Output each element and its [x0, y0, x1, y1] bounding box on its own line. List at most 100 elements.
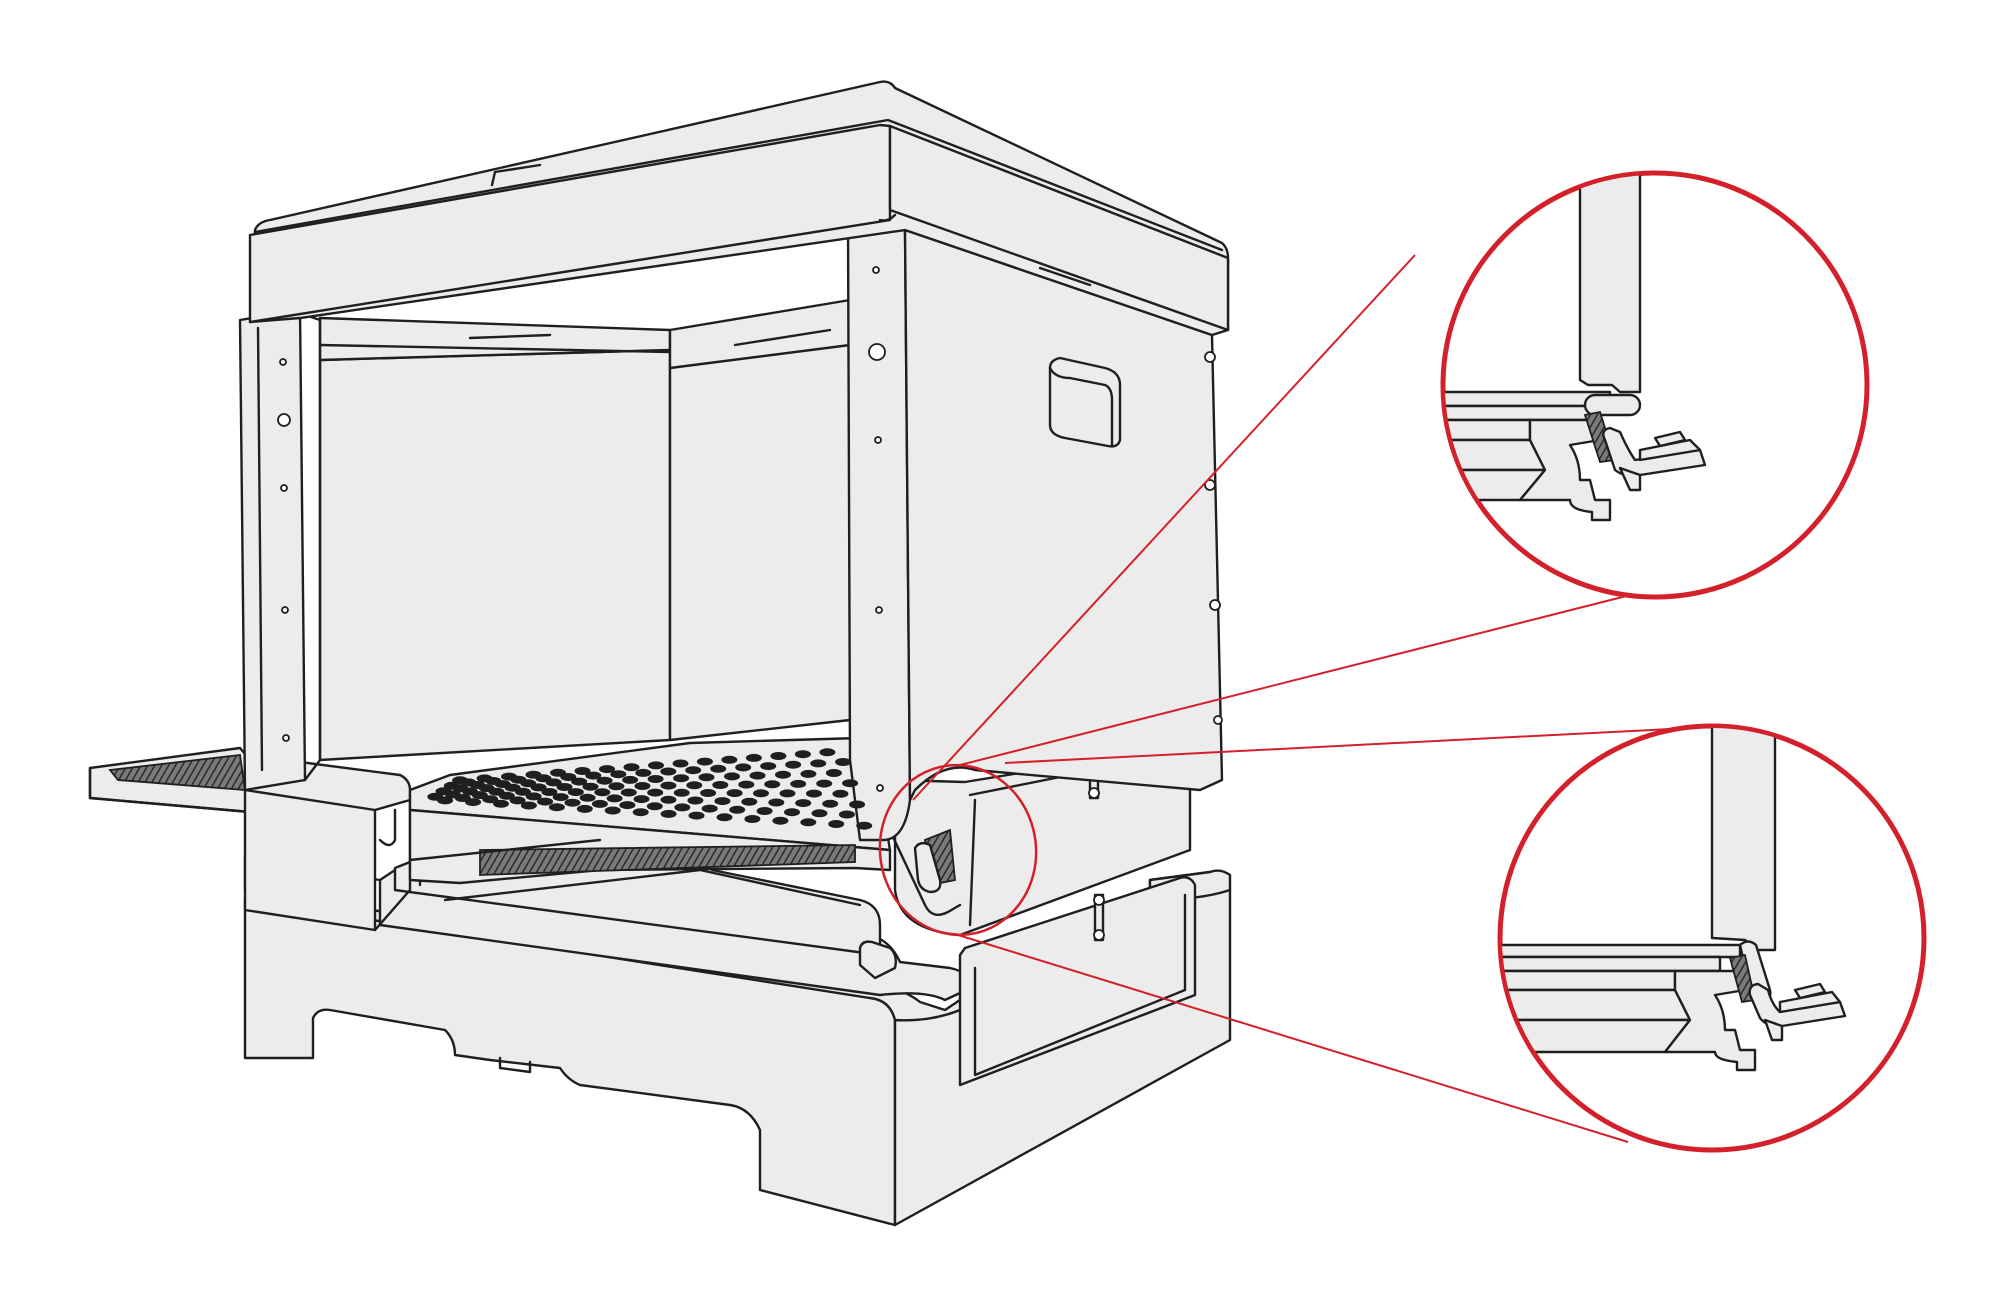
lower-latch-pin [1093, 893, 1105, 942]
zoom-source-ring [878, 763, 1038, 937]
detail-circle-top [1440, 170, 1870, 600]
floor-hole [635, 768, 652, 777]
floor-hole [729, 805, 746, 814]
floor-hole [849, 800, 866, 809]
floor-hole [795, 799, 812, 808]
floor-hole [560, 773, 577, 781]
floor-hole [571, 777, 588, 786]
floor-hole [537, 797, 554, 806]
floor-hole [696, 757, 713, 766]
floor-hole [701, 804, 718, 813]
floor-hole [816, 779, 833, 788]
floor-hole [698, 773, 715, 782]
floor-hole [686, 781, 703, 790]
floor-hole [608, 782, 625, 791]
floor-hole [579, 793, 596, 802]
floor-hole [768, 798, 785, 807]
floor-hole [582, 782, 599, 791]
floor-hole [856, 821, 873, 830]
hive-lid [248, 80, 1230, 337]
floor-hole [724, 772, 740, 781]
floor-hole [525, 792, 542, 801]
floor-hole [810, 759, 827, 768]
floor-hole [688, 811, 705, 820]
floor-hole [838, 810, 855, 819]
floor-hole [772, 816, 789, 825]
floor-hole [545, 778, 562, 787]
detail-circle-bottom [1497, 723, 1927, 1153]
floor-hole [760, 762, 777, 771]
floor-hole [541, 788, 558, 796]
floor-hole [828, 820, 845, 828]
floor-hole [646, 802, 663, 811]
floor-hole [800, 769, 817, 778]
floor-hole [710, 764, 727, 773]
floor-hole [819, 748, 836, 757]
floor-hole [770, 752, 787, 760]
floor-hole [822, 799, 839, 808]
floor-hole [700, 789, 717, 797]
floor-hole [779, 789, 796, 798]
floor-hole [660, 795, 677, 804]
floor-hole [634, 782, 651, 790]
callout-leader-lines [878, 254, 1691, 1143]
floor-hole [648, 761, 664, 770]
floor-hole [619, 801, 636, 810]
floor-hole [753, 789, 769, 798]
floor-hole [604, 806, 621, 815]
floor-hole [660, 809, 677, 818]
floor-hole [673, 774, 690, 783]
floor-hole [548, 803, 565, 812]
floor-hole [622, 775, 639, 784]
floor-hole [749, 771, 766, 780]
floor-hole [832, 789, 849, 798]
floor-hole [756, 807, 773, 815]
floor-hole [437, 796, 454, 805]
floor-hole [632, 808, 649, 817]
floor-hole [493, 799, 509, 808]
floor-hole [672, 759, 689, 768]
floor-hole [514, 787, 531, 796]
floor-hole [825, 769, 842, 777]
floor-hole [596, 776, 613, 785]
perforated-floor [427, 748, 873, 830]
floor-hole [591, 799, 608, 808]
floor-hole [674, 803, 691, 812]
floor-hole [556, 783, 573, 791]
floor-hole [585, 771, 602, 780]
floor-hole [576, 804, 593, 813]
floor-hole [784, 808, 800, 817]
floor-hole [726, 789, 743, 798]
floor-hole [599, 765, 615, 774]
floor-hole [790, 779, 807, 788]
floor-hole [744, 815, 761, 823]
floor-hole [806, 789, 822, 798]
floor-hole [647, 788, 664, 797]
floor-hole [574, 767, 591, 775]
floor-hole [610, 770, 627, 779]
floor-hole [775, 770, 791, 779]
floor-hole [594, 788, 611, 797]
brood-box [238, 220, 1224, 842]
floor-hole [811, 809, 828, 818]
floor-hole [552, 793, 569, 802]
floor-hole [800, 818, 817, 827]
floor-hole [735, 763, 752, 772]
floor-hole [498, 791, 515, 800]
floor-hole [465, 798, 482, 807]
floor-hole [530, 783, 547, 792]
floor-hole [712, 781, 729, 789]
floor-hole [716, 813, 733, 822]
floor-hole [687, 796, 704, 805]
floor-hole [567, 788, 584, 797]
floor-hole [685, 766, 702, 775]
floor-hole [745, 753, 762, 762]
floor-hole [633, 795, 650, 804]
floor-hole [660, 781, 677, 790]
floor-hole [794, 750, 811, 759]
floor-hole [835, 758, 852, 766]
floor-hole [785, 760, 802, 769]
floor-hole [741, 797, 758, 806]
floor-hole [660, 767, 677, 776]
